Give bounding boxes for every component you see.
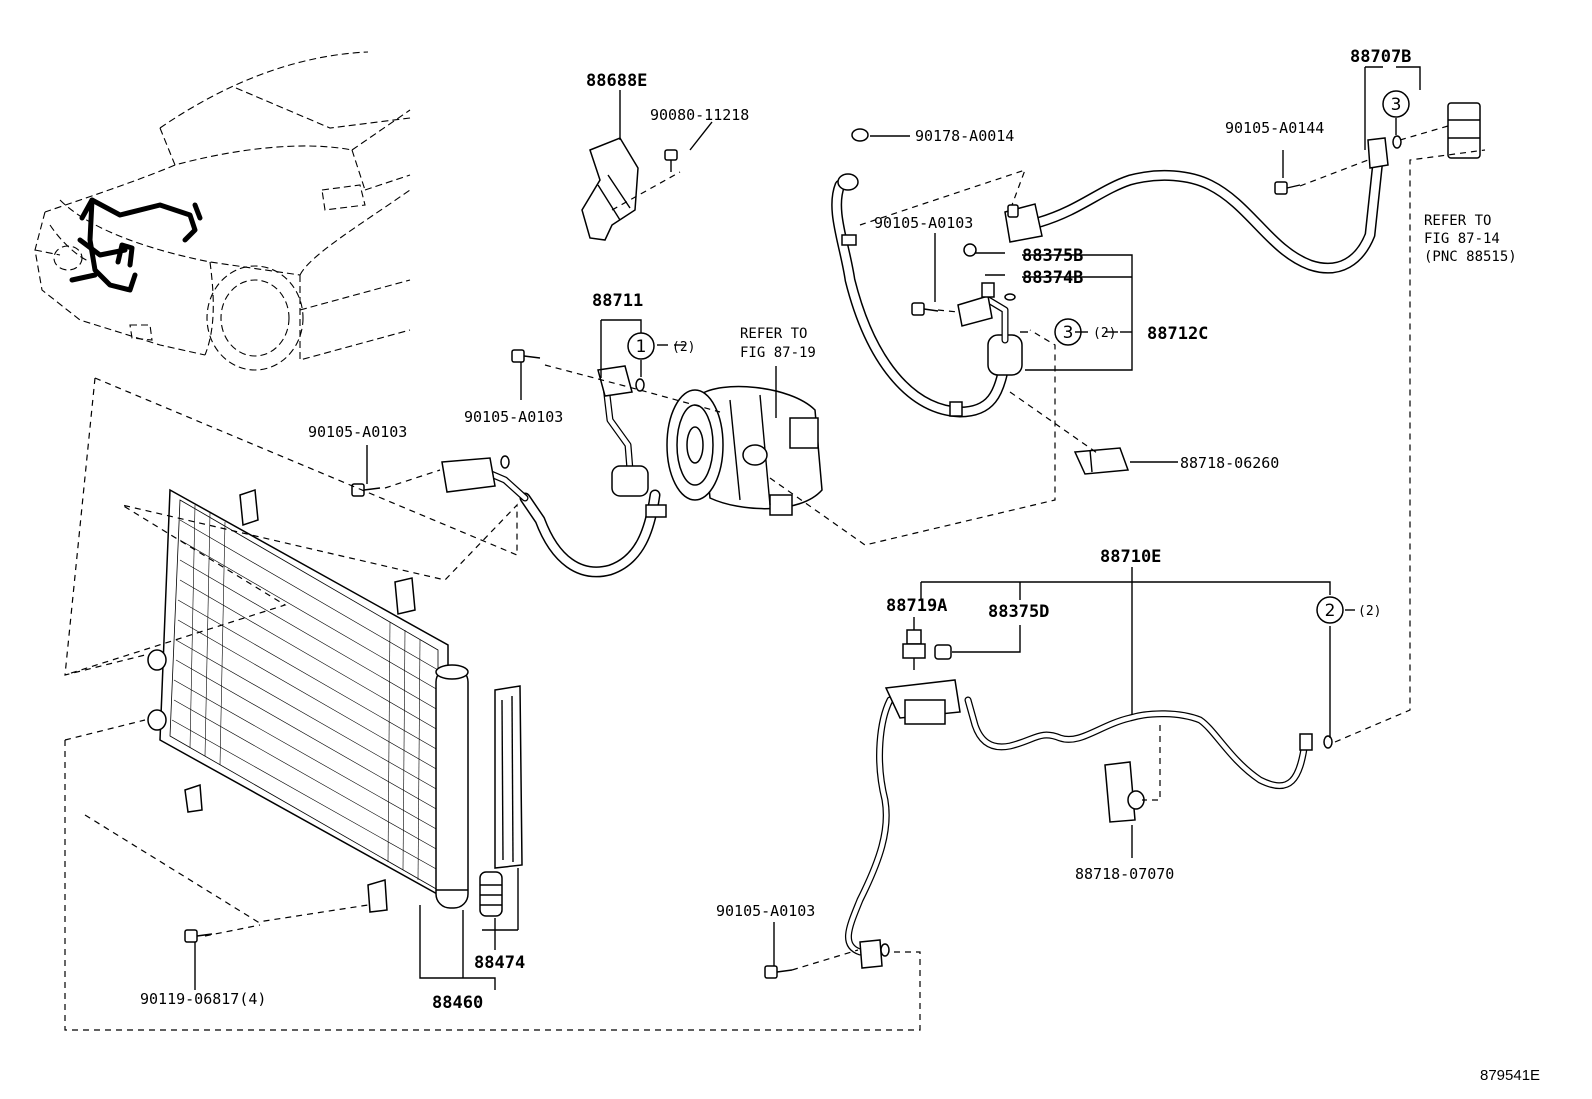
assembly-dashed-lines xyxy=(64,125,1486,1031)
label-88474[interactable]: 88474 xyxy=(474,953,525,973)
leader-lines xyxy=(194,66,1421,990)
bolt-90119-06817[interactable] xyxy=(184,929,213,943)
bolt-90105-A0103-left[interactable] xyxy=(351,483,381,497)
bolt-90105-A0103-bottom[interactable] xyxy=(764,965,793,979)
bolt-90080-11218[interactable] xyxy=(664,149,678,172)
callout-3-quantity: (2) xyxy=(1093,326,1116,341)
bracket-88688E[interactable] xyxy=(581,137,639,241)
label-88718-07070[interactable]: 88718-07070 xyxy=(1075,865,1174,883)
callout-1-quantity: (2) xyxy=(672,340,695,355)
label-88718-06260[interactable]: 88718-06260 xyxy=(1180,454,1279,472)
label-88460[interactable]: 88460 xyxy=(432,993,483,1013)
expansion-valve[interactable] xyxy=(1447,102,1481,159)
label-90105-A0103-top[interactable]: 90105-A0103 xyxy=(874,214,973,232)
pipe-clamp-07070[interactable] xyxy=(1104,761,1145,823)
bolt-90105-A0103-suction[interactable] xyxy=(1007,204,1019,218)
label-88711[interactable]: 88711 xyxy=(592,291,643,311)
label-88707B[interactable]: 88707B xyxy=(1350,47,1411,67)
callout-2-quantity: (2) xyxy=(1358,604,1381,619)
label-88375B[interactable]: 88375B xyxy=(1022,246,1083,266)
label-90080-11218[interactable]: 90080-11218 xyxy=(650,106,749,124)
suction-pipe-88707B[interactable] xyxy=(1004,135,1402,274)
callout-3: 3 (2) xyxy=(1054,318,1116,346)
ref-fig-87-19-line1: REFER TO xyxy=(740,326,807,342)
ref-fig-87-14-line2[interactable]: FIG 87-14 xyxy=(1424,231,1500,247)
callout-1: 1 (2) xyxy=(627,332,695,360)
label-90119-06817[interactable]: 90119-06817(4) xyxy=(140,990,266,1008)
label-88710E[interactable]: 88710E xyxy=(1100,547,1161,567)
pipe-bracket-06260[interactable] xyxy=(1073,447,1130,475)
label-90178-A0014[interactable]: 90178-A0014 xyxy=(915,127,1014,145)
ref-fig-87-19-line2[interactable]: FIG 87-19 xyxy=(740,345,816,361)
plug-88474[interactable] xyxy=(479,871,503,917)
illustration-code: 879541E xyxy=(1480,1067,1540,1084)
label-88719A[interactable]: 88719A xyxy=(886,596,947,616)
callout-2-number: 2 xyxy=(1325,601,1336,621)
callout-3-number: 3 xyxy=(1063,323,1074,343)
callout-2: 2 (2) xyxy=(1316,596,1381,624)
callout-3b: 3 xyxy=(1382,90,1410,118)
liquid-pipe-88710E[interactable] xyxy=(844,679,1333,969)
ref-fig-87-14-line3: (PNC 88515) xyxy=(1424,249,1517,265)
label-90105-A0103-bottom[interactable]: 90105-A0103 xyxy=(716,902,815,920)
cap-88375D[interactable] xyxy=(934,644,952,660)
label-88712C[interactable]: 88712C xyxy=(1147,324,1208,344)
suction-hose[interactable] xyxy=(831,128,1023,418)
vehicle-locator-illustration xyxy=(34,51,411,371)
condenser-fins xyxy=(171,504,439,881)
condenser-assembly[interactable] xyxy=(147,488,449,913)
callout-3b-number: 3 xyxy=(1391,95,1402,115)
label-90105-A0144[interactable]: 90105-A0144 xyxy=(1225,119,1324,137)
bolt-90105-A0103-mid[interactable] xyxy=(511,349,541,363)
bolt-90105-A0103-top[interactable] xyxy=(911,302,939,316)
pressure-switch[interactable] xyxy=(902,629,926,670)
label-88374B[interactable]: 88374B xyxy=(1022,268,1083,288)
discharge-hose[interactable] xyxy=(441,365,667,578)
label-90105-A0103-left[interactable]: 90105-A0103 xyxy=(308,423,407,441)
filter-element[interactable] xyxy=(494,685,523,869)
reference-notes: REFER TO FIG 87-19 REFER TO FIG 87-14 (P… xyxy=(740,213,1517,361)
receiver-dryer[interactable] xyxy=(435,664,469,909)
label-90105-A0103-mid[interactable]: 90105-A0103 xyxy=(464,408,563,426)
ref-fig-87-14-line1: REFER TO xyxy=(1424,213,1491,229)
part-labels: 88688E 90080-11218 90178-A0014 88707B 90… xyxy=(140,47,1411,1013)
bolt-90105-A0144[interactable] xyxy=(1274,181,1301,195)
label-88688E[interactable]: 88688E xyxy=(586,71,647,91)
label-88375D[interactable]: 88375D xyxy=(988,602,1049,622)
compressor[interactable] xyxy=(666,385,823,516)
callout-1-number: 1 xyxy=(636,337,647,357)
